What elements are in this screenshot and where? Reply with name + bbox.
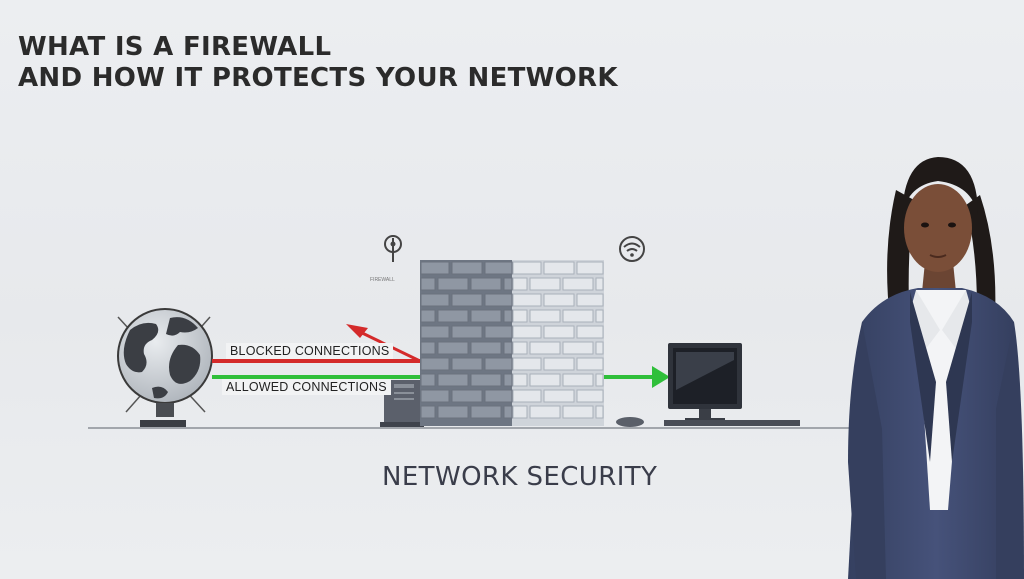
network-security-caption: NETWORK SECURITY [382,462,658,492]
wifi-icon [619,236,645,262]
title-line-1: WHAT IS A FIREWALL [18,32,332,62]
allowed-output-arrow [604,366,670,388]
presenter-figure [848,157,1024,579]
tiny-caption: FIREWALL [370,277,395,283]
location-pin-icon [384,235,402,262]
blocked-connections-label: BLOCKED CONNECTIONS [226,343,394,359]
monitor-icon [664,343,800,426]
page-title: WHAT IS A FIREWALL AND HOW IT PROTECTS Y… [18,32,618,94]
mouse-icon [616,417,644,427]
globe-icon [117,308,213,427]
allowed-connections-label: ALLOWED CONNECTIONS [222,379,391,395]
firewall-icon [420,260,604,426]
title-line-2: AND HOW IT PROTECTS YOUR NETWORK [18,63,618,93]
